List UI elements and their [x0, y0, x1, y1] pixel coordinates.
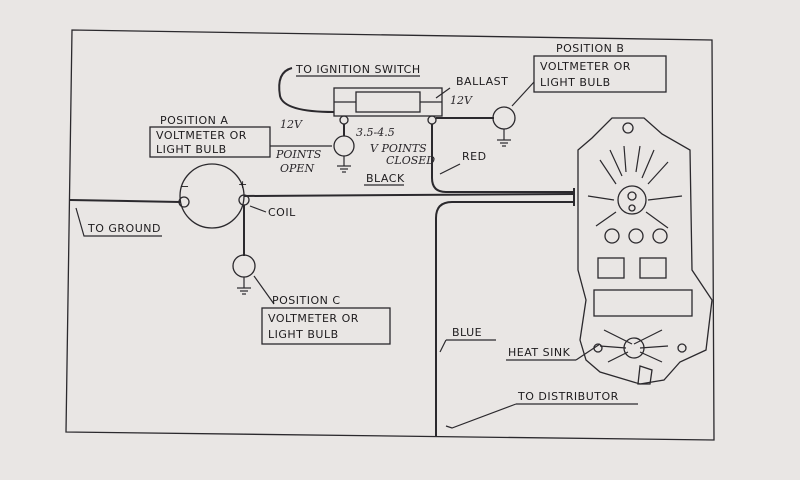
- ballast-right-terminal: [427, 115, 437, 125]
- red-leader: [439, 163, 461, 175]
- to-ground-leader: [75, 207, 162, 237]
- coil-plus-sign: +: [238, 178, 248, 191]
- ground-a-icon: [337, 156, 351, 173]
- position-a-line2: LIGHT BULB: [156, 143, 227, 156]
- position-c-title: POSITION C: [272, 294, 341, 307]
- blue-label: BLUE: [452, 326, 482, 339]
- position-b-line1: VOLTMETER OR: [540, 60, 631, 73]
- coil-label: COIL: [268, 206, 296, 219]
- position-c-line2: LIGHT BULB: [268, 328, 339, 341]
- ballast-resistor: [333, 87, 443, 125]
- coil-leader: [249, 205, 267, 213]
- handwritten-closed: CLOSED: [386, 154, 435, 167]
- ballast-left-terminal: [339, 115, 349, 125]
- to-ground-label: TO GROUND: [87, 222, 161, 235]
- handwritten-12v-a: 12V: [280, 118, 303, 131]
- position-c-line1: VOLTMETER OR: [268, 312, 359, 325]
- ignition-coil: [178, 163, 250, 229]
- position-a-line1: VOLTMETER OR: [156, 129, 247, 142]
- red-label: RED: [462, 150, 487, 163]
- heat-sink-transistor: [617, 185, 647, 215]
- meter-b-bulb: [492, 106, 516, 130]
- ground-b-icon: [497, 129, 511, 147]
- handwritten-v-points: V POINTS: [370, 142, 427, 155]
- handwritten-range: 3.5-4.5: [356, 126, 395, 139]
- meter-c-bulb: [232, 254, 256, 278]
- position-a-title: POSITION A: [160, 114, 228, 127]
- handwritten-points: POINTS: [275, 148, 322, 161]
- ballast-label: BALLAST: [456, 75, 508, 88]
- ground-c-icon: [237, 277, 251, 295]
- blue-leader: [439, 339, 447, 353]
- coil-minus-sign: −: [180, 180, 190, 193]
- position-c-box: [261, 307, 391, 345]
- position-b-title: POSITION B: [556, 42, 624, 55]
- heat-sink-leader: [575, 343, 601, 361]
- ignition-switch-wire: [278, 67, 335, 113]
- meter-a-bulb: [333, 135, 355, 157]
- handwritten-12v-ballast: 12V: [450, 94, 473, 107]
- position-b-box: [533, 55, 667, 93]
- position-b-line2: LIGHT BULB: [540, 76, 611, 89]
- to-ignition-switch-label: TO IGNITION SWITCH: [295, 63, 421, 76]
- to-distributor-label: TO DISTRIBUTOR: [517, 390, 619, 403]
- black-wire: [243, 193, 575, 197]
- diagram-border: [65, 29, 715, 441]
- black-label: BLACK: [366, 172, 405, 185]
- heat-sink-label: HEAT SINK: [508, 346, 571, 359]
- heat-sink-top-hole: [622, 122, 634, 134]
- ground-wire: [69, 199, 181, 203]
- heat-sink: [577, 117, 713, 385]
- blue-wire: [435, 201, 574, 436]
- position-c-leader: [253, 275, 275, 305]
- ballast-leader: [435, 87, 451, 99]
- to-distributor-leader: [445, 403, 517, 429]
- handwritten-open: OPEN: [280, 162, 314, 175]
- position-b-leader: [511, 81, 535, 107]
- red-wire: [431, 124, 574, 193]
- position-a-box: [149, 126, 271, 158]
